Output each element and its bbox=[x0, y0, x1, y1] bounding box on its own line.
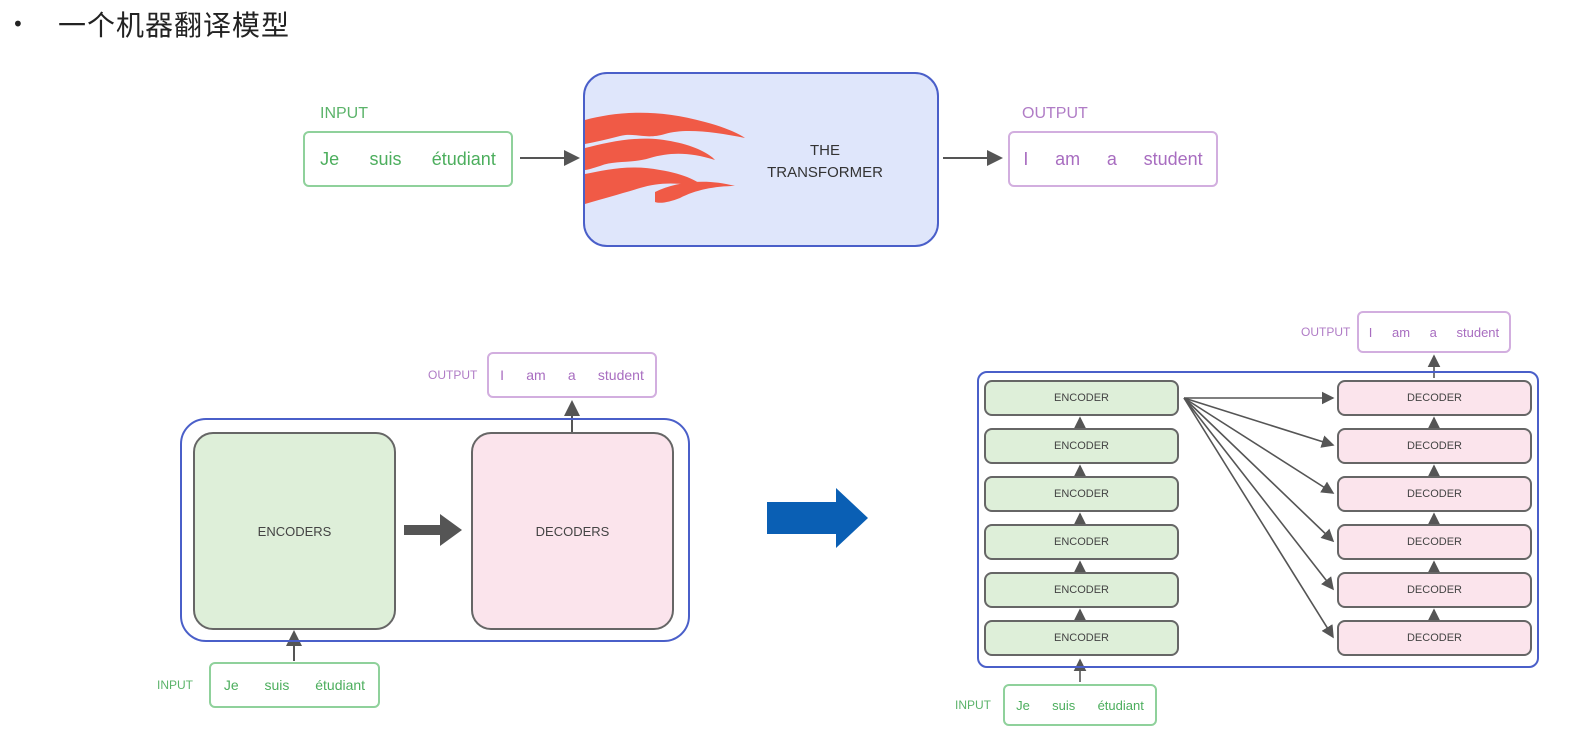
word: suis bbox=[264, 677, 290, 693]
decoder-block: DECODER bbox=[1337, 380, 1532, 416]
word: am bbox=[1055, 148, 1081, 169]
word: suis bbox=[1052, 697, 1076, 713]
big-transform-arrow bbox=[767, 488, 868, 548]
word: I bbox=[1368, 324, 1373, 340]
right-transformer-container bbox=[977, 371, 1539, 668]
word: a bbox=[567, 367, 576, 383]
transformer-box: THE TRANSFORMER bbox=[583, 72, 939, 247]
word: suis bbox=[369, 148, 402, 169]
top-input-label: INPUT bbox=[320, 105, 368, 122]
word: student bbox=[1456, 324, 1500, 340]
word: I bbox=[1023, 148, 1029, 169]
word: Je bbox=[223, 677, 239, 693]
word: a bbox=[1106, 148, 1117, 169]
decoder-block: DECODER bbox=[1337, 620, 1532, 656]
encoders-block: ENCODERS bbox=[193, 432, 396, 630]
word: étudiant bbox=[315, 677, 366, 693]
encoder-block: ENCODER bbox=[984, 476, 1179, 512]
right-input-box: Je suis étudiant bbox=[1003, 684, 1157, 726]
decoders-block: DECODERS bbox=[471, 432, 674, 630]
transformer-label-line1: THE bbox=[810, 142, 840, 159]
word: a bbox=[1429, 324, 1437, 340]
middle-transformer-container bbox=[180, 418, 690, 642]
word: I bbox=[500, 367, 504, 383]
middle-output-box: I am a student bbox=[487, 352, 657, 398]
word: am bbox=[1392, 324, 1411, 340]
middle-output-label: OUTPUT bbox=[428, 368, 478, 382]
middle-input-label: INPUT bbox=[157, 678, 193, 692]
top-output-box: I am a student bbox=[1008, 131, 1218, 187]
encoder-block: ENCODER bbox=[984, 620, 1179, 656]
right-output-box: I am a student bbox=[1357, 311, 1511, 353]
word: étudiant bbox=[1097, 697, 1144, 713]
top-input-box: Je suis étudiant bbox=[303, 131, 513, 187]
bullet-marker: • bbox=[12, 12, 24, 36]
decoder-block: DECODER bbox=[1337, 428, 1532, 464]
word: student bbox=[597, 367, 644, 383]
middle-input-box: Je suis étudiant bbox=[209, 662, 380, 708]
arrow-encoders-to-decoders bbox=[404, 514, 462, 546]
word: student bbox=[1143, 148, 1203, 169]
encoder-decoder-fanout bbox=[1183, 391, 1335, 639]
encoder-block: ENCODER bbox=[984, 428, 1179, 464]
page-heading: 一个机器翻译模型 bbox=[58, 9, 291, 42]
right-input-label: INPUT bbox=[955, 698, 991, 712]
decoder-block: DECODER bbox=[1337, 572, 1532, 608]
word: Je bbox=[1016, 697, 1030, 713]
top-output-label: OUTPUT bbox=[1022, 105, 1088, 122]
word: am bbox=[526, 367, 546, 383]
word: Je bbox=[320, 148, 340, 169]
decoder-block: DECODER bbox=[1337, 524, 1532, 560]
decoder-block: DECODER bbox=[1337, 476, 1532, 512]
encoder-block: ENCODER bbox=[984, 524, 1179, 560]
transformer-label-line2: TRANSFORMER bbox=[767, 164, 883, 181]
word: étudiant bbox=[431, 148, 496, 169]
encoder-block: ENCODER bbox=[984, 572, 1179, 608]
encoder-block: ENCODER bbox=[984, 380, 1179, 416]
right-output-label: OUTPUT bbox=[1301, 325, 1351, 339]
flame-logo-icon bbox=[585, 112, 745, 204]
